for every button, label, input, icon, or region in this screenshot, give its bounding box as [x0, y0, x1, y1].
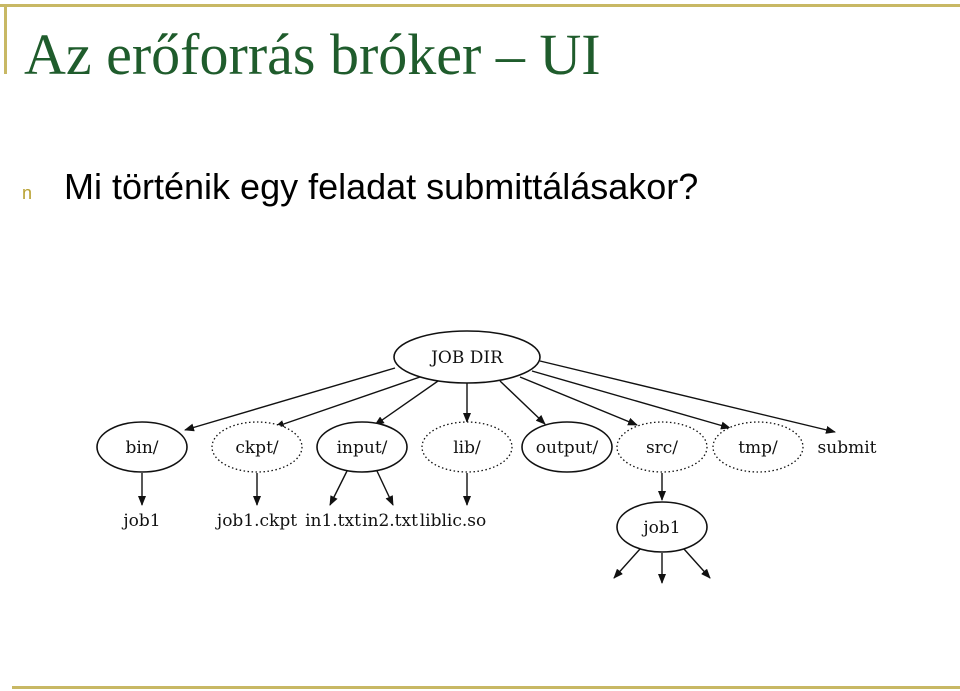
child-node-tmp: tmp/	[712, 421, 804, 473]
root-node-label: JOB DIR	[429, 348, 504, 368]
bullet-marker-icon: n	[22, 183, 33, 203]
file-label-input-in1: in1.txt	[305, 511, 361, 531]
child-node-lib: lib/	[421, 421, 513, 473]
job-dir-diagram: JOB DIR bin/ ckpt/ input/ lib/ output/ s…	[90, 325, 890, 595]
child-node-bin-label: bin/	[126, 438, 159, 458]
bottom-rule	[12, 686, 960, 689]
root-node-shape	[393, 330, 541, 384]
bullet-text: Mi történik egy feladat submittálásakor?	[64, 166, 699, 207]
child-node-tmp-label: tmp/	[738, 438, 778, 458]
top-rule	[0, 4, 960, 7]
leaf-edges	[138, 470, 666, 506]
child-node-ckpt-shape	[211, 421, 303, 473]
edge-input-in1	[329, 470, 348, 506]
file-label-ckpt-job1ckpt: job1.ckpt	[215, 511, 297, 531]
edge-root-ckpt	[274, 376, 421, 428]
edge-root-bin	[184, 367, 396, 432]
child-node-lib-shape	[421, 421, 513, 473]
src-child-edges	[613, 548, 711, 584]
root-edges	[184, 360, 836, 434]
child-node-input: input/	[316, 421, 408, 473]
bullet-item: n Mi történik egy feladat submittálásako…	[22, 166, 698, 214]
child-node-input-shape	[316, 421, 408, 473]
src-child-node-label: job1	[641, 518, 680, 538]
child-node-tmp-shape	[712, 421, 804, 473]
child-node-src-shape	[616, 421, 708, 473]
edge-srcjob1-right	[683, 548, 711, 579]
slide-title: Az erőforrás bróker – UI	[24, 22, 601, 87]
child-node-src: src/	[616, 421, 708, 473]
edge-input-in2	[376, 470, 394, 506]
job-dir-tree-svg: JOB DIR bin/ ckpt/ input/ lib/ output/ s…	[96, 330, 877, 584]
file-label-bin-job1: job1	[121, 511, 160, 531]
src-child-node: job1	[616, 501, 708, 553]
child-node-bin-shape	[96, 421, 188, 473]
child-node-ckpt: ckpt/	[211, 421, 303, 473]
edge-root-tmp	[531, 370, 731, 430]
child-node-output-label: output/	[536, 438, 599, 458]
child-node-lib-label: lib/	[453, 438, 481, 458]
edge-root-submit	[539, 360, 836, 434]
edge-root-src	[519, 376, 638, 426]
child-node-ckpt-label: ckpt/	[235, 438, 279, 458]
child-node-submit-label: submit	[818, 438, 877, 458]
edge-root-input	[374, 380, 439, 426]
edge-srcjob1-left	[613, 548, 641, 579]
child-node-input-label: input/	[337, 438, 388, 458]
child-node-output-shape	[521, 421, 613, 473]
child-node-output: output/	[521, 421, 613, 473]
child-node-src-label: src/	[646, 438, 678, 458]
child-node-bin: bin/	[96, 421, 188, 473]
file-label-input-in2: in2.txt	[362, 511, 418, 531]
file-label-lib-liblic: liblic.so	[420, 511, 487, 531]
child-node-submit: submit	[818, 438, 877, 458]
edge-root-output	[499, 380, 546, 425]
root-node: JOB DIR	[393, 330, 541, 384]
left-rule	[4, 4, 7, 74]
src-child-node-shape	[616, 501, 708, 553]
